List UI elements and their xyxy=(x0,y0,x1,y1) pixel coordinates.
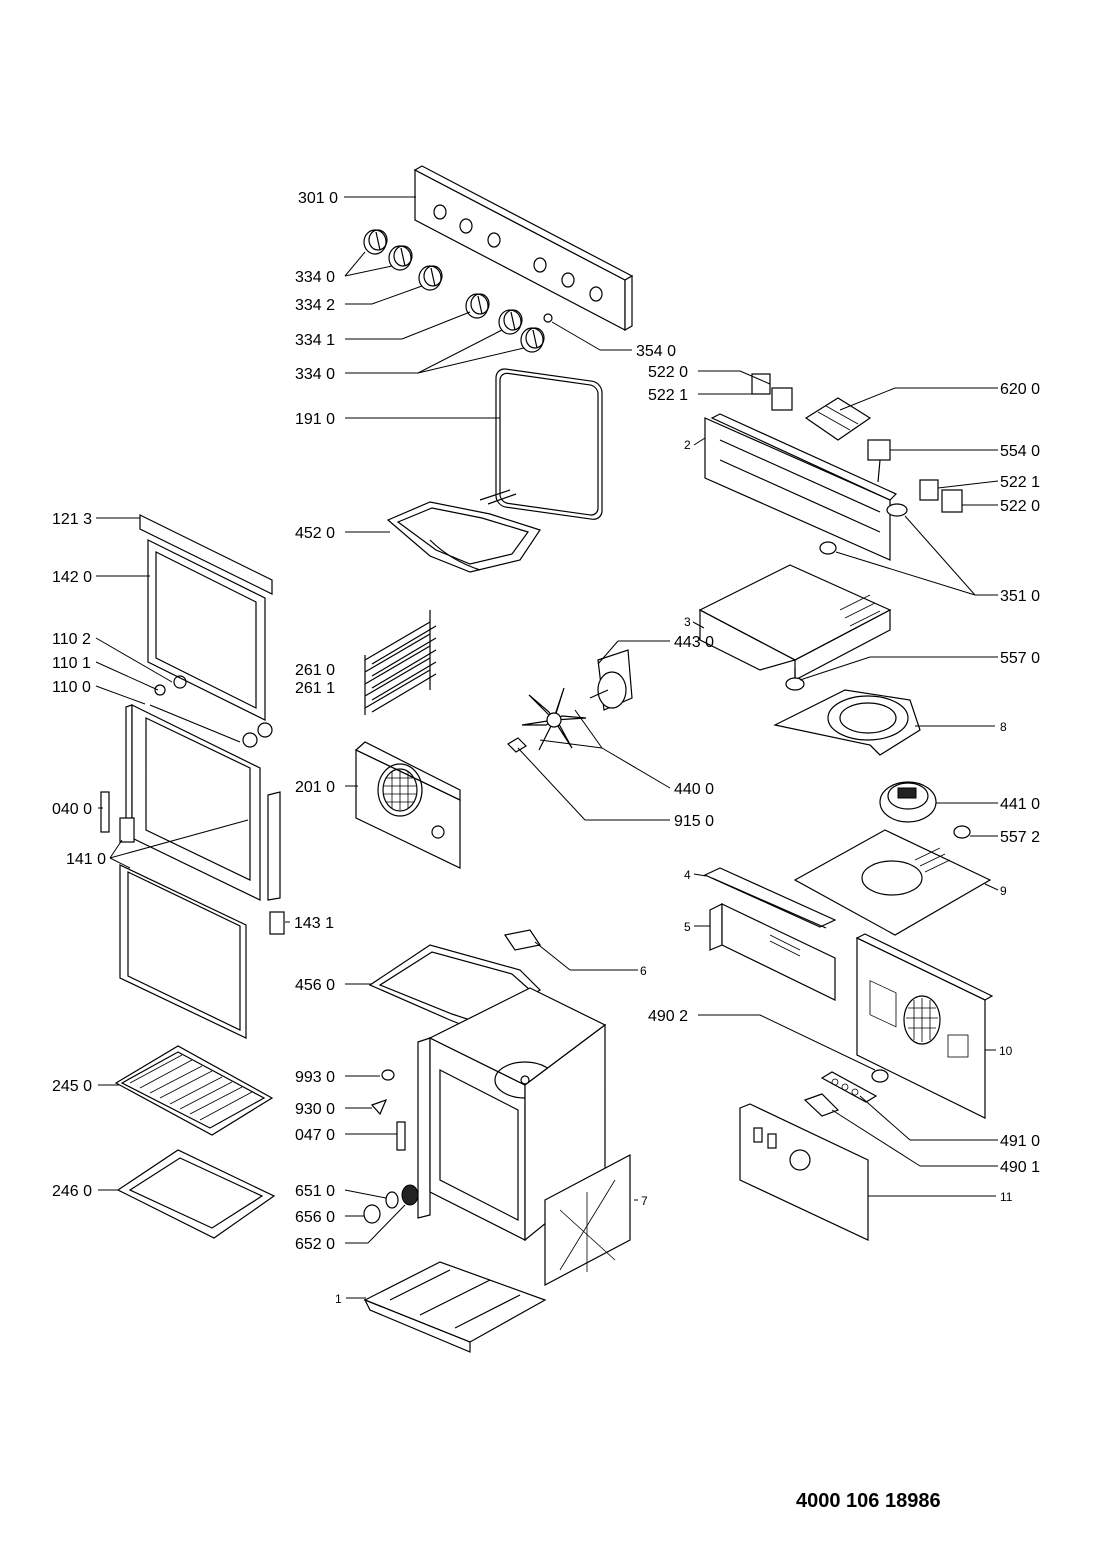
label-110-1: 110 1 xyxy=(52,655,91,672)
label-047-0: 047 0 xyxy=(295,1127,335,1144)
label-620-0: 620 0 xyxy=(1000,381,1040,398)
terminal-block-parts xyxy=(803,1069,889,1117)
label-993-0: 993 0 xyxy=(295,1069,335,1086)
label-557-0: 557 0 xyxy=(1000,650,1040,667)
label-245-0: 245 0 xyxy=(52,1078,92,1095)
front-frame-part xyxy=(704,413,898,561)
rear-cover-part xyxy=(739,1103,869,1241)
label-201-0: 201 0 xyxy=(295,779,335,796)
label-2: 2 xyxy=(684,438,691,452)
label-522-0-b: 522 0 xyxy=(1000,498,1040,515)
rail-part-4 xyxy=(703,867,837,929)
label-261-1: 261 1 xyxy=(295,680,335,697)
label-915-0: 915 0 xyxy=(674,813,714,830)
back-panel-part xyxy=(855,933,994,1119)
label-334-0-a: 334 0 xyxy=(295,269,335,286)
label-522-0-a: 522 0 xyxy=(648,364,688,381)
label-143-1: 143 1 xyxy=(294,915,334,932)
top-cover-part xyxy=(698,564,892,681)
control-panel-part xyxy=(413,165,634,332)
fan-housing-part xyxy=(773,689,921,756)
label-4: 4 xyxy=(684,868,691,882)
inner-glass-part xyxy=(119,864,247,1039)
label-490-1: 490 1 xyxy=(1000,1159,1040,1176)
label-9: 9 xyxy=(1000,884,1007,898)
small-parts xyxy=(363,1069,419,1224)
side-rack-parts xyxy=(364,610,437,715)
bottom-plate-part xyxy=(363,1261,547,1353)
label-443-0: 443 0 xyxy=(674,634,714,651)
label-441-0: 441 0 xyxy=(1000,796,1040,813)
fan-motor-part-441 xyxy=(879,781,937,823)
label-557-2: 557 2 xyxy=(1000,829,1040,846)
label-301-0: 301 0 xyxy=(298,190,338,207)
label-7: 7 xyxy=(641,1194,648,1208)
label-452-0: 452 0 xyxy=(295,525,335,542)
label-110-2: 110 2 xyxy=(52,631,91,648)
label-141-0: 141 0 xyxy=(66,851,106,868)
label-040-0: 040 0 xyxy=(52,801,92,818)
label-354-0: 354 0 xyxy=(636,343,676,360)
label-554-0: 554 0 xyxy=(1000,443,1040,460)
outer-door-glass-part xyxy=(139,514,273,721)
hinge-parts xyxy=(100,791,285,935)
top-plate-part xyxy=(793,829,992,936)
label-334-1: 334 1 xyxy=(295,332,335,349)
label-10: 10 xyxy=(999,1044,1013,1058)
label-334-0-b: 334 0 xyxy=(295,366,335,383)
leader-lines xyxy=(95,196,999,1299)
label-522-1-b: 522 1 xyxy=(1000,474,1040,491)
document-number: 4000 106 18986 xyxy=(796,1490,941,1512)
label-522-1-a: 522 1 xyxy=(648,387,688,404)
label-142-0: 142 0 xyxy=(52,569,92,586)
label-6: 6 xyxy=(640,964,647,978)
label-334-2: 334 2 xyxy=(295,297,335,314)
thermostat-part xyxy=(785,668,805,691)
thermostat-part-2 xyxy=(953,825,971,839)
knob-parts xyxy=(363,229,553,353)
label-121-3: 121 3 xyxy=(52,511,92,528)
label-930-0: 930 0 xyxy=(295,1101,335,1118)
fan-motor-parts xyxy=(507,649,633,753)
switch-parts xyxy=(751,373,963,555)
label-246-0: 246 0 xyxy=(52,1183,92,1200)
wire-shelf-part xyxy=(114,1045,274,1136)
label-3: 3 xyxy=(684,615,691,629)
label-11: 11 xyxy=(1000,1190,1013,1204)
label-652-0: 652 0 xyxy=(295,1236,335,1253)
label-5: 5 xyxy=(684,920,691,934)
label-261-0: 261 0 xyxy=(295,662,335,679)
label-456-0: 456 0 xyxy=(295,977,335,994)
label-191-0: 191 0 xyxy=(295,411,335,428)
rear-panel-part xyxy=(354,741,461,869)
part-labels: 301 0 334 0 334 2 334 1 334 0 354 0 522 … xyxy=(52,190,1040,1306)
label-656-0: 656 0 xyxy=(295,1209,335,1226)
door-seal-part xyxy=(495,368,603,520)
label-351-0: 351 0 xyxy=(1000,588,1040,605)
baking-tray-part xyxy=(116,1149,276,1239)
label-490-2: 490 2 xyxy=(648,1008,688,1025)
grill-element-part xyxy=(386,489,541,573)
label-1: 1 xyxy=(335,1292,342,1306)
label-440-0: 440 0 xyxy=(674,781,714,798)
label-651-0: 651 0 xyxy=(295,1183,335,1200)
front-bracket-part xyxy=(544,1154,631,1286)
inner-door-frame-part xyxy=(125,704,281,901)
side-bracket-part xyxy=(709,903,836,1001)
label-110-0: 110 0 xyxy=(52,679,91,696)
label-8: 8 xyxy=(1000,720,1007,734)
label-491-0: 491 0 xyxy=(1000,1133,1040,1150)
